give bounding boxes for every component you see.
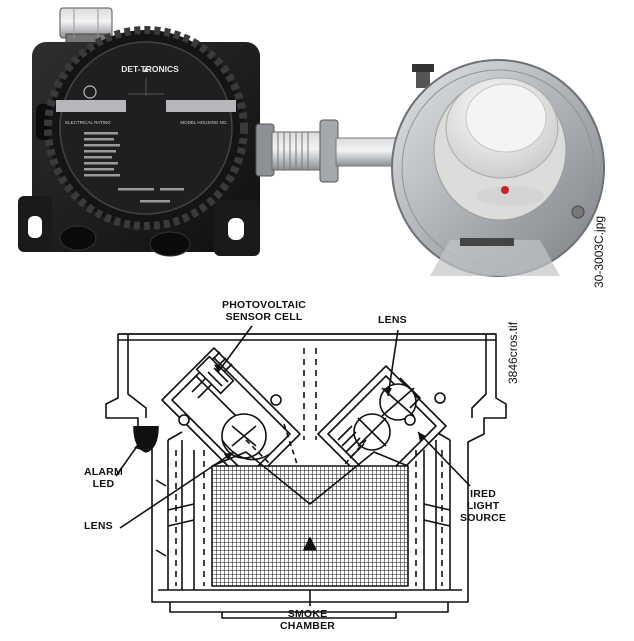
detector-photo: ▲ DET-TRONICS ELECTRICAL RATING MODEL HO…	[18, 7, 605, 277]
outer-housing	[105, 333, 507, 603]
smoke-chamber-mesh	[211, 465, 409, 587]
leader-lens-top	[387, 329, 399, 397]
diagram-file-label: 3846cros.tif	[506, 321, 520, 384]
detector-head	[391, 59, 605, 277]
connecting-pipe	[255, 119, 399, 183]
plate-left-text: ELECTRICAL RATING	[65, 120, 111, 125]
cert-mark-icon	[83, 85, 97, 99]
label-lens-top: LENS	[378, 314, 407, 326]
svg-text:▲: ▲	[142, 64, 150, 74]
leader-arrowheads	[134, 364, 426, 460]
label-alarm-led: ALARM LED	[84, 466, 123, 490]
leader-lens-left	[119, 451, 235, 529]
label-smoke-chamber: SMOKE CHAMBER	[280, 608, 336, 632]
leader-photovoltaic	[217, 325, 253, 373]
label-lens-left: LENS	[84, 520, 113, 532]
photovoltaic-sensor-assembly	[161, 347, 301, 487]
cover-warning-text	[84, 132, 184, 203]
leader-ired	[417, 431, 471, 487]
ired-source-assembly	[317, 365, 447, 495]
label-photovoltaic-sensor-cell: PHOTOVOLTAIC SENSOR CELL	[222, 299, 307, 323]
brand-text: DET-TRONICS	[121, 64, 179, 74]
cover-molding-lines	[128, 78, 164, 96]
label-ired-light-source: IRED LIGHT SOURCE	[460, 488, 507, 524]
photo-file-label: 30-3003C.jpg	[592, 215, 606, 288]
cross-section-diagram	[105, 325, 507, 619]
plate-right-text: MODEL HOUSING NO.	[180, 120, 227, 125]
alarm-led-photo	[501, 186, 509, 194]
explosion-proof-housing: ▲ DET-TRONICS ELECTRICAL RATING MODEL HO…	[18, 26, 260, 257]
